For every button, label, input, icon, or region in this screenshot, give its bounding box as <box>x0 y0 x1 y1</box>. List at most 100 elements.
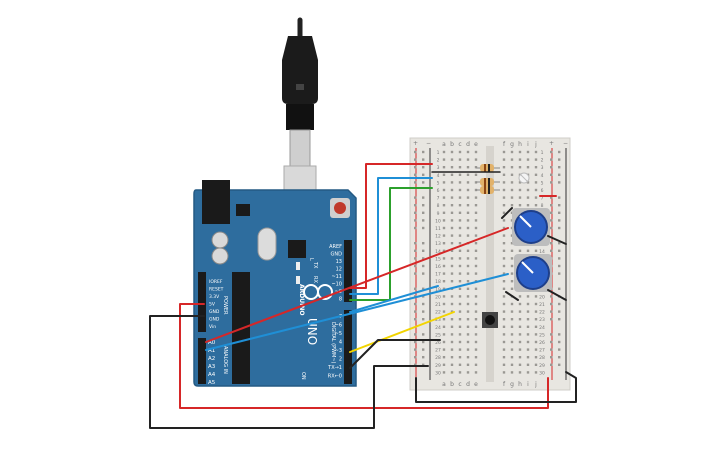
rail-hole[interactable] <box>550 249 553 252</box>
breadboard-hole[interactable] <box>442 226 446 230</box>
breadboard-hole[interactable] <box>458 348 462 351</box>
rail-hole[interactable] <box>414 166 417 169</box>
rail-hole[interactable] <box>414 257 417 260</box>
breadboard-hole[interactable] <box>466 188 470 192</box>
breadboard-hole[interactable] <box>474 226 478 230</box>
breadboard-hole[interactable] <box>502 287 506 290</box>
breadboard-hole[interactable] <box>442 257 446 260</box>
breadboard-hole[interactable] <box>534 371 538 374</box>
breadboard-hole[interactable] <box>510 249 514 252</box>
breadboard-hole[interactable] <box>450 325 454 328</box>
breadboard-hole[interactable] <box>458 340 462 344</box>
breadboard-hole[interactable] <box>442 234 446 237</box>
breadboard-hole[interactable] <box>458 325 462 328</box>
breadboard-hole[interactable] <box>458 211 462 214</box>
breadboard-hole[interactable] <box>442 363 446 366</box>
rail-hole[interactable] <box>558 318 561 321</box>
rail-hole[interactable] <box>414 348 417 351</box>
rail-hole[interactable] <box>422 226 425 230</box>
breadboard-hole[interactable] <box>526 363 530 366</box>
breadboard-hole[interactable] <box>442 219 446 222</box>
rail-hole[interactable] <box>414 333 417 336</box>
breadboard-hole[interactable] <box>442 188 446 192</box>
rail-hole[interactable] <box>414 150 417 154</box>
rail-hole[interactable] <box>422 302 425 306</box>
rail-hole[interactable] <box>550 219 553 222</box>
breadboard-hole[interactable] <box>474 158 478 161</box>
breadboard-hole[interactable] <box>458 318 462 321</box>
rail-hole[interactable] <box>414 242 417 245</box>
breadboard-hole[interactable] <box>502 249 506 252</box>
breadboard-hole[interactable] <box>474 318 478 321</box>
breadboard-hole[interactable] <box>510 371 514 374</box>
rail-hole[interactable] <box>422 348 425 351</box>
breadboard-hole[interactable] <box>450 280 454 283</box>
breadboard-hole[interactable] <box>442 287 446 290</box>
rail-hole[interactable] <box>550 363 553 366</box>
rail-hole[interactable] <box>558 181 561 184</box>
breadboard-hole[interactable] <box>474 173 478 176</box>
breadboard-hole[interactable] <box>510 196 514 199</box>
pushbutton-icon[interactable] <box>482 312 498 328</box>
breadboard-hole[interactable] <box>518 150 522 154</box>
breadboard-hole[interactable] <box>502 348 506 351</box>
breadboard-hole[interactable] <box>474 356 478 359</box>
breadboard-hole[interactable] <box>510 348 514 351</box>
breadboard-hole[interactable] <box>458 287 462 290</box>
breadboard-hole[interactable] <box>518 340 522 344</box>
rail-hole[interactable] <box>422 287 425 290</box>
breadboard-hole[interactable] <box>442 356 446 359</box>
rail-hole[interactable] <box>558 363 561 366</box>
breadboard-hole[interactable] <box>526 340 530 344</box>
breadboard-hole[interactable] <box>450 226 454 230</box>
breadboard-hole[interactable] <box>526 158 530 161</box>
rail-hole[interactable] <box>550 318 553 321</box>
rail-hole[interactable] <box>550 158 553 161</box>
breadboard-hole[interactable] <box>450 204 454 207</box>
breadboard-hole[interactable] <box>442 302 446 306</box>
breadboard-hole[interactable] <box>510 363 514 366</box>
breadboard-hole[interactable] <box>466 181 470 184</box>
rail-hole[interactable] <box>550 181 553 184</box>
rail-hole[interactable] <box>414 318 417 321</box>
rail-hole[interactable] <box>558 150 561 154</box>
breadboard-hole[interactable] <box>474 302 478 306</box>
rail-hole[interactable] <box>414 181 417 184</box>
breadboard-hole[interactable] <box>466 272 470 275</box>
breadboard-hole[interactable] <box>502 363 506 366</box>
breadboard-hole[interactable] <box>474 211 478 214</box>
breadboard-hole[interactable] <box>450 181 454 184</box>
breadboard-hole[interactable] <box>474 249 478 252</box>
rail-hole[interactable] <box>550 242 553 245</box>
breadboard-hole[interactable] <box>458 234 462 237</box>
breadboard-hole[interactable] <box>450 295 454 298</box>
breadboard-hole[interactable] <box>534 173 538 176</box>
breadboard-hole[interactable] <box>502 333 506 336</box>
breadboard-hole[interactable] <box>534 310 538 313</box>
breadboard-hole[interactable] <box>526 188 530 192</box>
rail-hole[interactable] <box>550 166 553 169</box>
breadboard-hole[interactable] <box>534 356 538 359</box>
rail-hole[interactable] <box>550 211 553 214</box>
breadboard-hole[interactable] <box>526 356 530 359</box>
rail-hole[interactable] <box>558 287 561 290</box>
breadboard-hole[interactable] <box>526 333 530 336</box>
breadboard-hole[interactable] <box>474 150 478 154</box>
rail-hole[interactable] <box>422 318 425 321</box>
breadboard-hole[interactable] <box>450 318 454 321</box>
rail-hole[interactable] <box>550 340 553 344</box>
rail-hole[interactable] <box>422 272 425 275</box>
breadboard-hole[interactable] <box>518 333 522 336</box>
rail-hole[interactable] <box>558 356 561 359</box>
breadboard-hole[interactable] <box>466 196 470 199</box>
rail-hole[interactable] <box>422 173 425 176</box>
breadboard-hole[interactable] <box>526 318 530 321</box>
breadboard-hole[interactable] <box>466 257 470 260</box>
rail-hole[interactable] <box>422 219 425 222</box>
breadboard-hole[interactable] <box>474 310 478 313</box>
rail-hole[interactable] <box>422 242 425 245</box>
rail-hole[interactable] <box>414 340 417 344</box>
rail-hole[interactable] <box>422 211 425 214</box>
breadboard-hole[interactable] <box>466 211 470 214</box>
potentiometer-icon[interactable] <box>512 208 550 246</box>
